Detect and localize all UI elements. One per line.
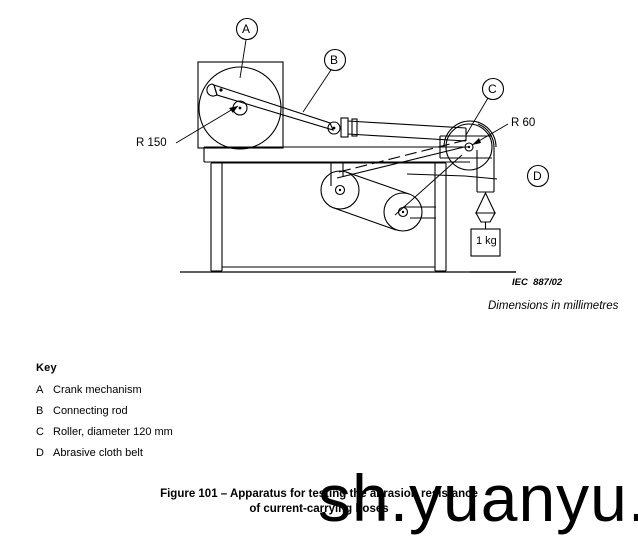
key-letter-c: C [36, 426, 44, 438]
key-letter-d: D [36, 447, 44, 459]
pulley-left [320, 170, 360, 210]
callout-label-a: A [242, 22, 251, 36]
roller-c [445, 123, 493, 171]
callout-leader-c [465, 97, 489, 136]
pulley-right-center [401, 210, 405, 214]
pulley-left-center [338, 188, 342, 192]
crank-pin [219, 88, 223, 92]
connecting-rod-small-end [206, 83, 218, 97]
callout-circle-a [235, 17, 259, 41]
key-item-a: A Crank mechanism [36, 384, 356, 396]
weight-clamp-lower [475, 212, 496, 223]
callout-label-b: B [330, 53, 339, 67]
rod-collar-second [351, 118, 358, 137]
belt-upper-run [345, 171, 410, 195]
callout-circle-c [481, 77, 505, 101]
pulley-left-hub [334, 184, 346, 196]
dimensions-note: Dimensions in millimetres [488, 300, 619, 312]
callout-leader-b [302, 69, 332, 113]
radius-label-r150: R 150 [136, 137, 167, 149]
key-label-a: Crank mechanism [53, 384, 142, 396]
key-item-d: D Abrasive cloth belt [36, 447, 356, 459]
key-legend: Key A Crank mechanism B Connecting rod C… [36, 362, 356, 468]
pulley-right [383, 192, 423, 232]
figure-caption-line-1: Figure 101 – Apparatus for testing the a… [160, 488, 478, 500]
rod-collar [340, 117, 349, 138]
callout-label-c: C [488, 82, 497, 96]
callout-label-d: D [533, 169, 542, 183]
leader-arrow-r60 [472, 138, 481, 145]
crank-hub-center [238, 106, 242, 110]
crank-housing-box [197, 61, 284, 149]
leader-arrow-r150 [229, 106, 238, 113]
key-item-c: C Roller, diameter 120 mm [36, 426, 356, 438]
key-label-b: Connecting rod [53, 405, 128, 417]
weight-label: 1 kg [476, 235, 497, 247]
callout-circle-b [323, 48, 347, 72]
key-label-c: Roller, diameter 120 mm [53, 426, 173, 438]
belt-pointer-diagonal [394, 154, 463, 216]
abrasive-belt-span-lower [336, 146, 465, 179]
belt-lower-run [333, 207, 397, 231]
key-letter-b: B [36, 405, 44, 417]
leader-line-r150 [175, 105, 239, 144]
roller-c-center [467, 145, 471, 149]
crank-disc [198, 66, 282, 150]
callout-leader-a [239, 39, 247, 79]
connecting-rod-big-end-pin [332, 126, 336, 130]
figure-caption: Figure 101 – Apparatus for testing the a… [0, 487, 638, 517]
abrasive-belt-span [334, 139, 467, 174]
key-heading: Key [36, 362, 57, 374]
push-rod-top [347, 120, 467, 129]
callout-circle-d [526, 164, 550, 188]
figure-caption-line-2: of current-carrying hoses [249, 503, 389, 515]
key-item-b: B Connecting rod [36, 405, 356, 417]
push-rod-bottom [347, 133, 467, 142]
key-letter-a: A [36, 384, 44, 396]
key-label-d: Abrasive cloth belt [53, 447, 143, 459]
leader-line-d [464, 175, 498, 180]
weight-box [470, 228, 501, 257]
belt-over-roller-curve [477, 123, 495, 149]
roller-c-hub [464, 142, 474, 152]
leader-line-d-2 [406, 173, 466, 177]
weight-clamp-cone [475, 191, 496, 214]
iec-code-label: IEC 887/02 [512, 277, 563, 288]
radius-label-r60: R 60 [511, 117, 536, 129]
connecting-rod-big-end [327, 121, 341, 135]
